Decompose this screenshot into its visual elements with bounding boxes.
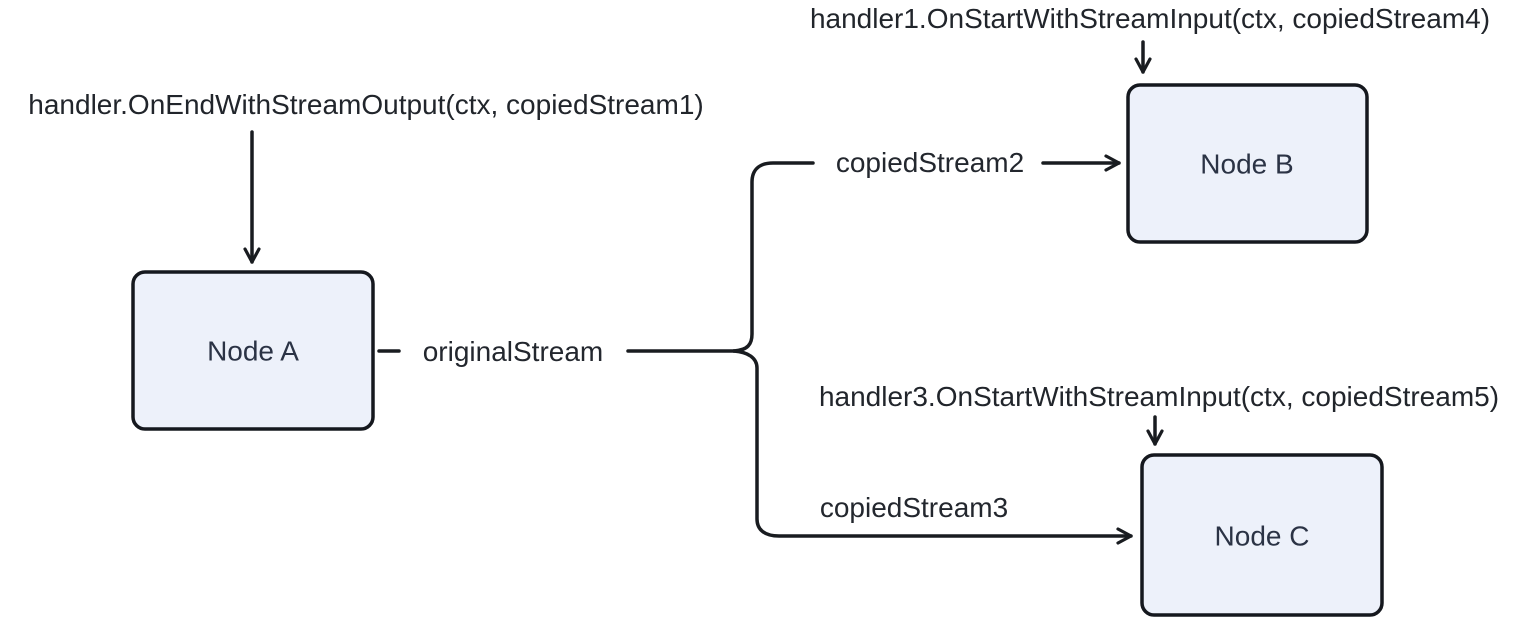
node-c-label: Node C — [1215, 521, 1310, 552]
annotation-node-c-handler: handler3.OnStartWithStreamInput(ctx, cop… — [819, 381, 1499, 412]
node-b-box — [1126, 83, 1369, 244]
edge-split-branch-up — [732, 161, 815, 353]
node-c: Node C — [1140, 453, 1384, 617]
node-c-box — [1140, 453, 1384, 617]
edge-label-original-stream: originalStream — [423, 336, 604, 367]
node-b-label: Node B — [1200, 149, 1293, 180]
annotation-node-a-handler: handler.OnEndWithStreamOutput(ctx, copie… — [28, 89, 703, 120]
annotation-node-b-handler: handler1.OnStartWithStreamInput(ctx, cop… — [810, 3, 1490, 34]
node-a: Node A — [131, 270, 375, 431]
node-b: Node B — [1126, 83, 1369, 244]
node-a-box — [131, 270, 375, 431]
edge-split-branch-down — [732, 349, 1133, 545]
node-a-label: Node A — [207, 336, 299, 367]
edge-label-copied-stream-3: copiedStream3 — [820, 492, 1008, 523]
edge-label-copied-stream-2: copiedStream2 — [836, 147, 1024, 178]
